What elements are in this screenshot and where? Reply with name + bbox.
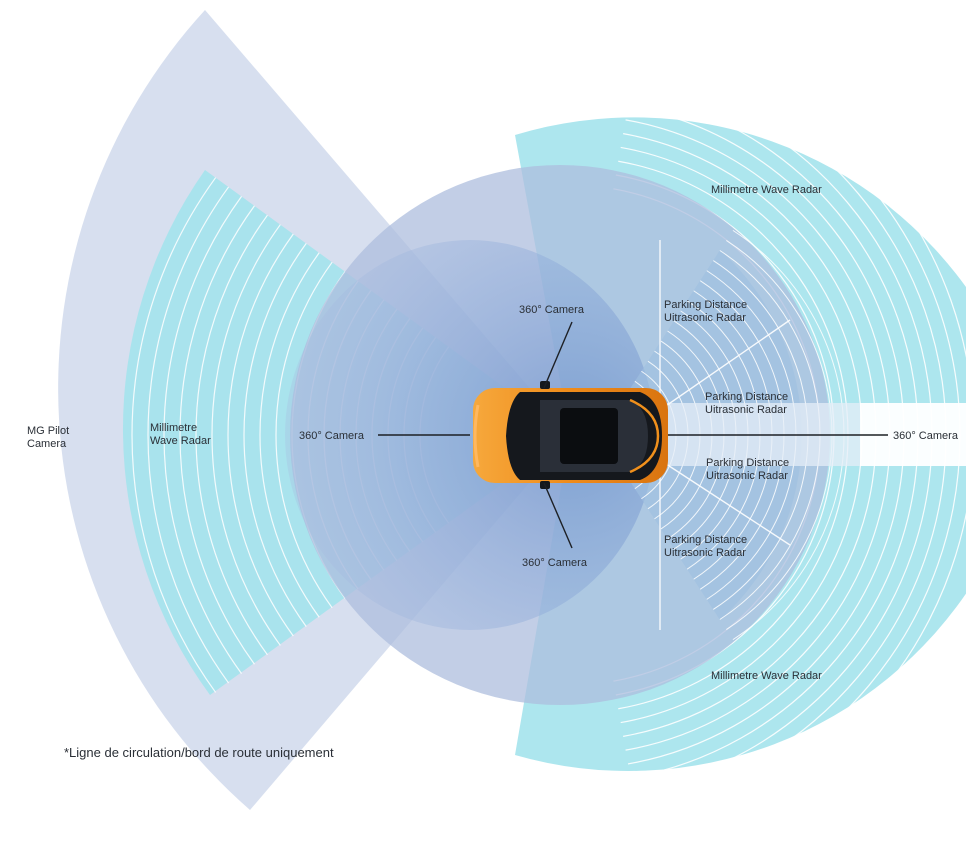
label-pdc-radar-1: Parking Distance Uitrasonic Radar (664, 299, 750, 324)
label-pdc-radar-2: Parking Distance Uitrasonic Radar (705, 391, 791, 416)
radar-ring-left (195, 214, 268, 656)
label-camera-right: 360° Camera (893, 430, 959, 442)
radar-ring-left (147, 186, 230, 684)
radar-ring-left (227, 233, 294, 637)
radar-ring-left (275, 261, 333, 609)
label-mmw-radar-bottom-right: Millimetre Wave Radar (711, 670, 822, 682)
label-mmw-radar-top-right: Millimetre Wave Radar (711, 184, 822, 196)
footnote: *Ligne de circulation/bord de route uniq… (64, 745, 334, 760)
radar-ring-left (259, 252, 320, 618)
radar-ring-left (131, 177, 217, 693)
radar-ring-left (211, 224, 281, 646)
label-camera-top: 360° Camera (519, 304, 585, 316)
car-top-view (473, 381, 668, 489)
radar-ring-left (179, 205, 255, 665)
label-mmw-radar-left: Millimetre Wave Radar (150, 422, 211, 447)
label-camera-bottom: 360° Camera (522, 557, 588, 569)
radar-ring-left (163, 196, 243, 674)
radar-ring-left (243, 243, 307, 627)
radar-ring-right (640, 36, 966, 834)
label-camera-left: 360° Camera (299, 430, 365, 442)
label-pdc-radar-4: Parking Distance Uitrasonic Radar (664, 534, 750, 559)
label-mg-pilot-camera: MG Pilot Camera (27, 425, 72, 450)
label-pdc-radar-3: Parking Distance Uitrasonic Radar (706, 457, 792, 482)
